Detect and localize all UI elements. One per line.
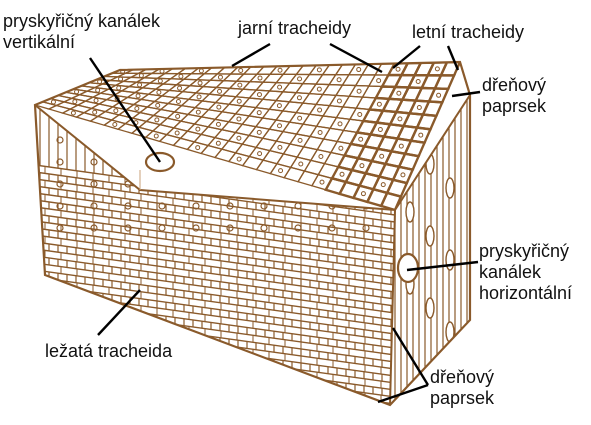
- label-resin-canal-horizontal-line3: horizontální: [479, 283, 572, 304]
- label-ray-top: dřeňový paprsek: [482, 75, 546, 117]
- label-resin-canal-vertical-line2: vertikální: [3, 32, 160, 53]
- label-ray-bottom: dřeňový paprsek: [430, 367, 494, 409]
- ray-cross-section: [446, 178, 454, 198]
- label-ray-bottom-line2: paprsek: [430, 388, 494, 409]
- leader-line: [232, 44, 270, 66]
- ray-cross-section: [426, 298, 434, 318]
- ray-cross-section: [406, 202, 414, 222]
- label-resin-canal-vertical-line1: pryskyřičný kanálek: [3, 11, 160, 32]
- label-ray-tracheid: ležatá tracheida: [45, 341, 172, 362]
- label-resin-canal-horizontal-line2: kanálek: [479, 262, 572, 283]
- label-resin-canal-horizontal-line1: pryskyřičný: [479, 241, 572, 262]
- label-earlywood-tracheids: jarní tracheidy: [238, 18, 351, 39]
- label-ray-top-line2: paprsek: [482, 96, 546, 117]
- label-ray-top-line1: dřeňový: [482, 75, 546, 96]
- ray-cross-section: [426, 226, 434, 246]
- label-resin-canal-horizontal: pryskyřičný kanálek horizontální: [479, 241, 572, 304]
- label-resin-canal-vertical: pryskyřičný kanálek vertikální: [3, 11, 160, 53]
- label-ray-bottom-line1: dřeňový: [430, 367, 494, 388]
- label-latewood-tracheids: letní tracheidy: [412, 22, 524, 43]
- ray-cross-section: [446, 250, 454, 270]
